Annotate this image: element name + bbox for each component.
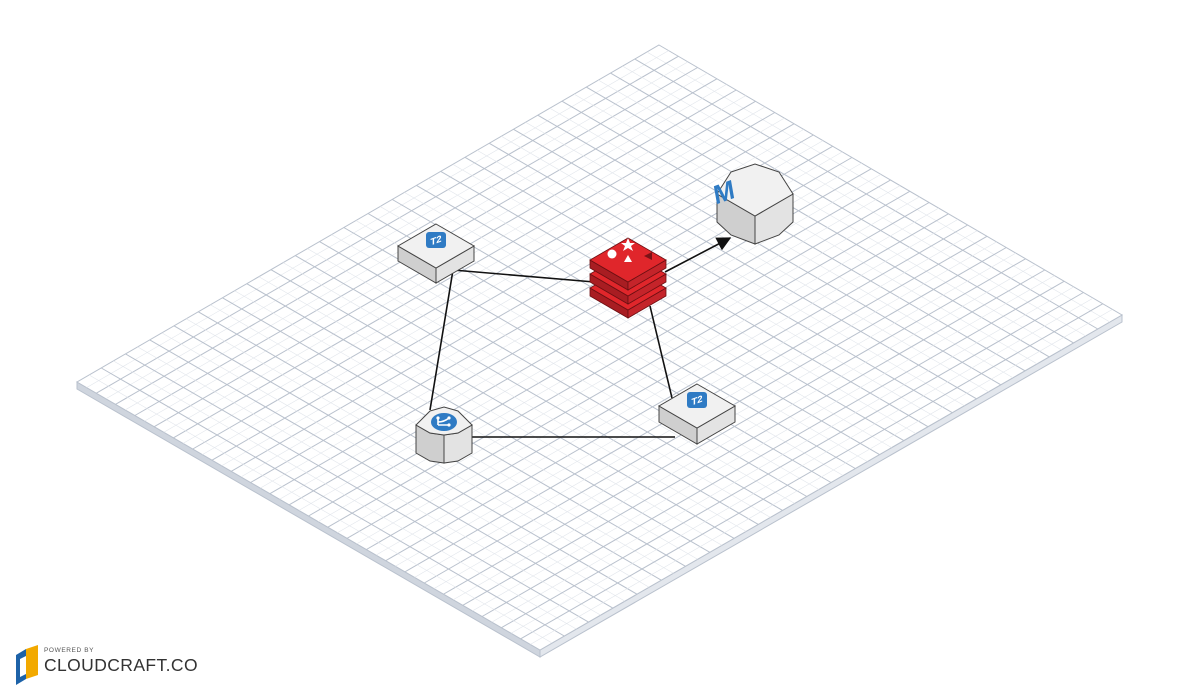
redis-star-icon <box>621 238 635 251</box>
redis-triangle-icon <box>624 255 632 262</box>
brand-name: CLOUDCRAFT.CO <box>44 655 198 675</box>
grid-line <box>520 303 1103 640</box>
arrow-redis-to-memcached[interactable] <box>664 237 732 273</box>
grid-line <box>113 360 577 630</box>
grid-plate <box>76 44 1123 658</box>
redis-cache[interactable] <box>589 237 667 319</box>
redis-circle-icon <box>607 249 617 259</box>
load-balancer-node[interactable] <box>415 406 473 464</box>
connections <box>429 237 732 438</box>
memcached-node[interactable]: M <box>711 163 794 245</box>
link-t2-top-to-redis[interactable] <box>452 269 607 284</box>
t2-instance-top-left[interactable]: T2 <box>397 223 475 284</box>
grid-line <box>137 346 601 616</box>
powered-by-label: POWERED BY <box>44 647 95 654</box>
grid-line <box>472 275 1055 612</box>
memcached-m-icon: M <box>711 174 737 211</box>
grid-line <box>161 332 626 602</box>
redis-logo-icon <box>607 238 652 262</box>
t2-label: T2 <box>430 234 442 249</box>
cloudcraft-branding[interactable]: POWERED BY CLOUDCRAFT.CO <box>14 645 198 685</box>
grid-line <box>101 367 565 637</box>
cloudcraft-logo-icon <box>16 645 38 685</box>
grid-line <box>173 325 638 595</box>
t2-label: T2 <box>691 394 703 409</box>
t2-badge-icon: T2 <box>426 232 446 248</box>
grid-line <box>501 292 1084 629</box>
link-lb-to-t2-top[interactable] <box>429 269 454 411</box>
branding-text: POWERED BY CLOUDCRAFT.CO <box>44 647 198 675</box>
t2-badge-icon: T2 <box>687 392 707 408</box>
hex-top-face <box>716 163 794 217</box>
grid-line <box>491 286 1074 623</box>
grid-line <box>88 374 553 644</box>
grid-line <box>530 309 1113 645</box>
grid-line <box>510 297 1094 634</box>
link-redis-to-t2-bottom[interactable] <box>649 305 673 399</box>
redis-diamond-icon <box>644 252 652 260</box>
grid-line <box>149 339 614 609</box>
fork-icon <box>431 413 457 431</box>
grid-line <box>481 280 1065 617</box>
grid-line <box>125 353 589 623</box>
t2-instance-bottom-right[interactable]: T2 <box>658 383 736 445</box>
